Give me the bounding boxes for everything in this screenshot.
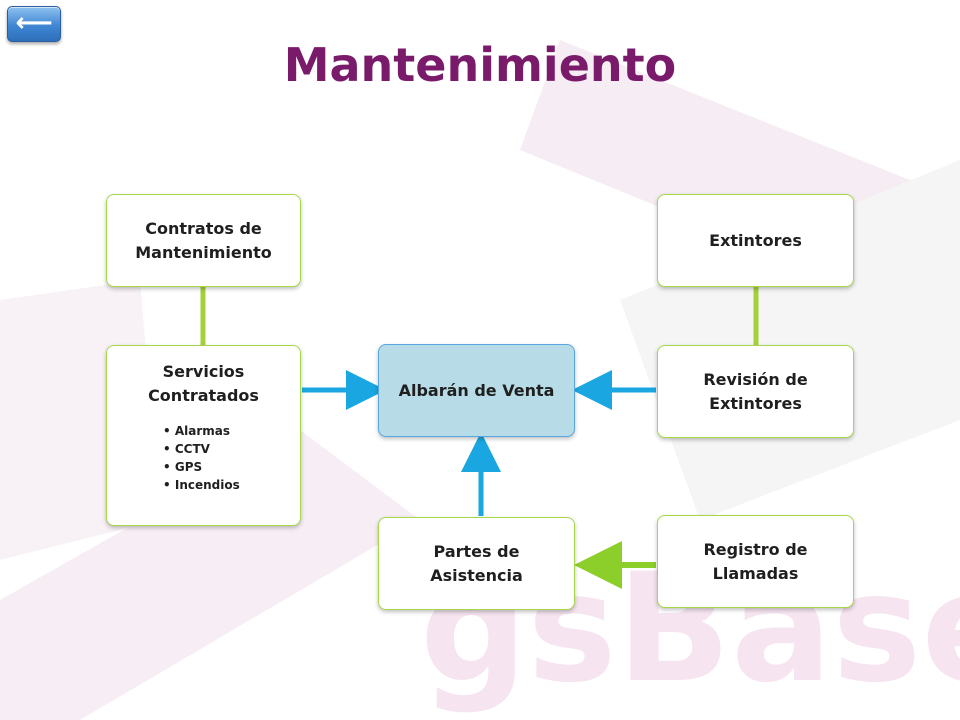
list-item: CCTV <box>163 440 240 458</box>
list-item: Alarmas <box>163 422 240 440</box>
node-servicios-contratados: Servicios Contratados Alarmas CCTV GPS I… <box>106 345 301 526</box>
list-item: GPS <box>163 458 240 476</box>
node-revision-de-extintores: Revisión de Extintores <box>657 345 854 438</box>
list-item: Incendios <box>163 476 240 494</box>
node-extintores: Extintores <box>657 194 854 287</box>
node-registro-de-llamadas: Registro de Llamadas <box>657 515 854 608</box>
node-albaran-de-venta: Albarán de Venta <box>378 344 575 437</box>
page-title: Mantenimiento <box>283 38 677 92</box>
node-contratos-mantenimiento: Contratos de Mantenimiento <box>106 194 301 287</box>
node-partes-de-asistencia: Partes de Asistencia <box>378 517 575 610</box>
servicios-title: Servicios Contratados <box>148 362 259 405</box>
servicios-list: Alarmas CCTV GPS Incendios <box>117 422 240 494</box>
back-arrow-button[interactable]: ⟵ <box>7 6 61 42</box>
